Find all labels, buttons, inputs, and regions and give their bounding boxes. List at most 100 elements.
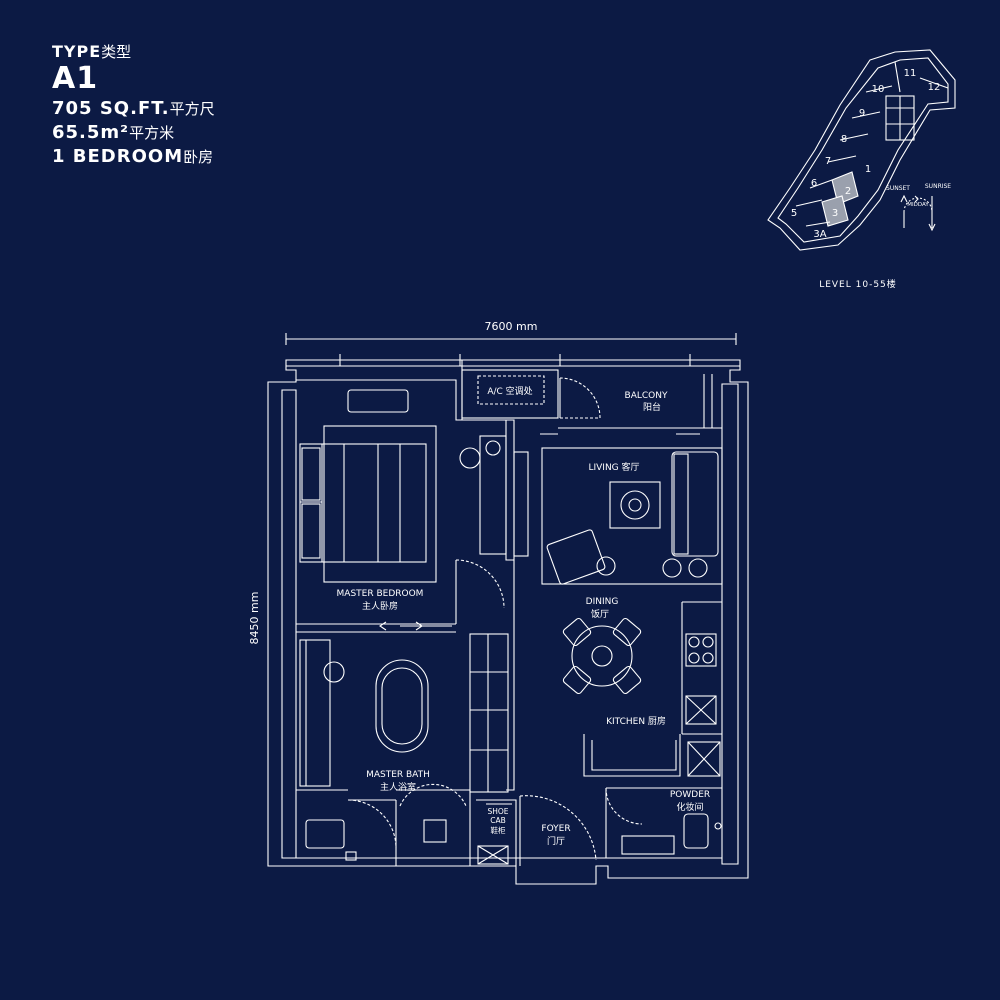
- burner: [702, 652, 714, 664]
- doors: [347, 377, 643, 866]
- vanity-counter: [299, 639, 331, 787]
- shoe-cab-box: [476, 799, 517, 866]
- living-label: LIVING 客厅: [588, 461, 639, 473]
- bath-south-partition: [396, 789, 471, 866]
- keyplan-divider: [919, 77, 949, 89]
- coffee-table-center: [620, 490, 650, 520]
- sink-cross: [685, 695, 717, 725]
- bath-fixtures: [299, 633, 509, 865]
- keyplan-divider: [839, 133, 869, 141]
- sofa-side-table: [688, 558, 708, 578]
- dining-chair: [612, 617, 642, 647]
- lamp: [485, 440, 501, 456]
- bidet-spray: [345, 851, 357, 861]
- kitchen-sink: [685, 695, 717, 725]
- master-bedroom-label: MASTER BEDROOM: [337, 589, 424, 599]
- coffee-table: [609, 481, 661, 529]
- sun-path-arc: [903, 197, 933, 213]
- bathtub-inner: [381, 667, 423, 745]
- sunset-arrow-head: [900, 194, 908, 203]
- bedroom-door-swing: [455, 559, 505, 609]
- bedroom-furniture: [299, 389, 529, 583]
- bedrooms-cn: 卧房: [183, 148, 214, 166]
- sunrise-arrow-head: [928, 223, 936, 232]
- keyplan-divider: [805, 221, 831, 227]
- keyplan-outline: [767, 49, 956, 251]
- entry-door-swing: [519, 795, 597, 861]
- west-column: [281, 389, 297, 859]
- outer-wall: [267, 359, 749, 885]
- ac-unit: [477, 375, 545, 405]
- burner: [702, 636, 714, 648]
- dining-label: DINING: [586, 597, 619, 607]
- keyplan-unit-label: 2: [845, 186, 851, 197]
- powder-toilet: [683, 813, 709, 849]
- keyplan-unit-label: 12: [928, 82, 941, 93]
- keyplan-unit-label: 10: [872, 84, 885, 95]
- key-plan: [767, 49, 956, 251]
- balcony-door-swing: [559, 377, 601, 419]
- balcony-label: BALCONY: [625, 391, 668, 401]
- type-label-cn: 类型: [101, 43, 132, 61]
- kitchen-label: KITCHEN 厨房: [606, 715, 666, 727]
- side-table: [459, 447, 481, 469]
- slide-arrow-left: [379, 621, 387, 631]
- keyplan-divider: [795, 199, 823, 207]
- fridge-cross: [687, 741, 721, 777]
- shoe-cab-label: SHOE: [487, 807, 508, 816]
- living-rug: [541, 447, 723, 585]
- unit-spec: TYPE类型 A1 705 SQ.FT.平方尺 65.5m²平方米 1 BEDR…: [52, 44, 215, 172]
- sofa-side-table: [662, 558, 682, 578]
- bedrooms: 1 BEDROOM: [52, 146, 184, 167]
- foyer-label-cn: 门厅: [547, 835, 565, 847]
- area-sqft-cn: 平方尺: [169, 100, 215, 118]
- shower-drain: [423, 819, 447, 843]
- type-label: TYPE: [52, 42, 102, 61]
- dining-chair: [612, 665, 642, 695]
- shoe-cab-label-cn: 鞋柜: [491, 825, 506, 835]
- midday-label: MIDDAY: [907, 202, 929, 208]
- keyplan-unit-label: 11: [904, 68, 917, 79]
- keyplan-unit-label: 9: [859, 108, 865, 119]
- keyplan-unit-label: 8: [841, 134, 847, 145]
- burner: [688, 652, 700, 664]
- ac-ledge: [461, 369, 559, 419]
- pillow: [301, 447, 321, 501]
- dining-chair: [562, 617, 592, 647]
- powder-label-cn: 化妆间: [676, 801, 703, 813]
- dining-label-cn: 饭厅: [591, 608, 609, 620]
- area-sqft: 705 SQ.FT.: [52, 98, 170, 119]
- tv-console: [347, 389, 409, 413]
- master-bath-label-cn: 主人浴室: [380, 781, 416, 793]
- bed-rug: [323, 425, 437, 583]
- dimension-lines: [285, 333, 737, 345]
- kitchen-fixtures: [685, 633, 721, 777]
- living-sideboard: [513, 451, 529, 557]
- unit-code: A1: [52, 61, 99, 96]
- kitchen-island-inner: [591, 740, 677, 771]
- keyplan-unit-2-fill: [831, 171, 859, 205]
- shoe-cab-unit: [477, 845, 509, 865]
- master-bedroom-label-cn: 主人卧房: [362, 600, 398, 612]
- area-sqm-cn: 平方米: [129, 124, 175, 142]
- bath-east-wall: [506, 560, 515, 791]
- coffee-table-center-inner: [628, 498, 642, 512]
- level-label: LEVEL 10-55楼: [819, 278, 897, 290]
- powder-basin: [621, 835, 675, 855]
- area-sqm-row: 65.5m²平方米: [52, 124, 215, 142]
- keyplan-divider: [894, 61, 901, 93]
- keyplan-divider: [865, 85, 893, 93]
- bed: [299, 443, 427, 563]
- sunrise-label: SUNRISE: [925, 183, 951, 190]
- keyplan-unit-label: 7: [825, 156, 831, 167]
- hob: [685, 633, 717, 667]
- keyplan-unit-label: 3A: [813, 229, 826, 240]
- powder-fixtures: [621, 813, 722, 855]
- bedroom-living-partition: [505, 419, 515, 561]
- sofa: [671, 451, 719, 557]
- width-dimension-label: 7600 mm: [485, 320, 538, 333]
- armchair: [546, 529, 606, 585]
- foyer-label: FOYER: [541, 824, 570, 834]
- burner: [688, 636, 700, 648]
